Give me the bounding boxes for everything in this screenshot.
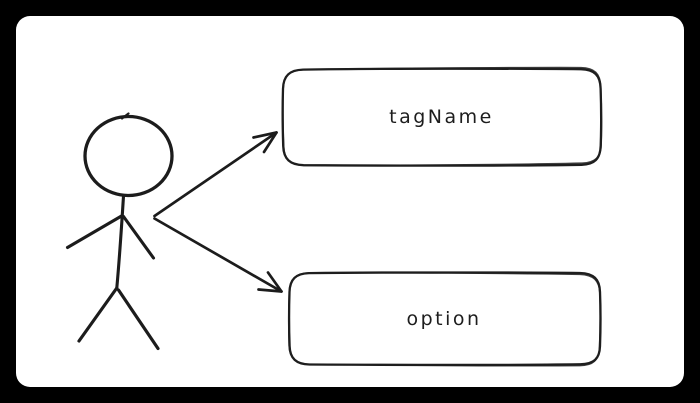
- node-option-box: [287, 271, 602, 367]
- arrow-to-tagname-shaft: [153, 131, 278, 218]
- actor-body: [115, 194, 126, 290]
- diagram-edges: [153, 131, 283, 293]
- arrow-to-option-head: [257, 271, 283, 293]
- actor-right-arm: [121, 214, 156, 260]
- node-tagname-box-stroke1: [281, 67, 603, 167]
- node-tagname-box-stroke2: [282, 66, 603, 167]
- actor-head-stroke-tick: [120, 112, 130, 120]
- actor-right-leg: [116, 288, 160, 351]
- arrow-to-option: [153, 217, 283, 293]
- node-tagname-box: [281, 66, 603, 167]
- diagram-canvas: [16, 16, 684, 387]
- arrow-to-tagname: [153, 131, 278, 218]
- node-option-box-stroke1: [287, 271, 602, 367]
- actor-left-leg: [77, 286, 119, 343]
- node-option-box-stroke2: [288, 272, 601, 367]
- actor-head: [83, 114, 174, 198]
- arrow-to-tagname-head: [252, 131, 278, 154]
- actor-left-arm: [65, 214, 124, 250]
- actor-figure: [65, 112, 174, 351]
- arrow-to-option-shaft: [153, 217, 283, 293]
